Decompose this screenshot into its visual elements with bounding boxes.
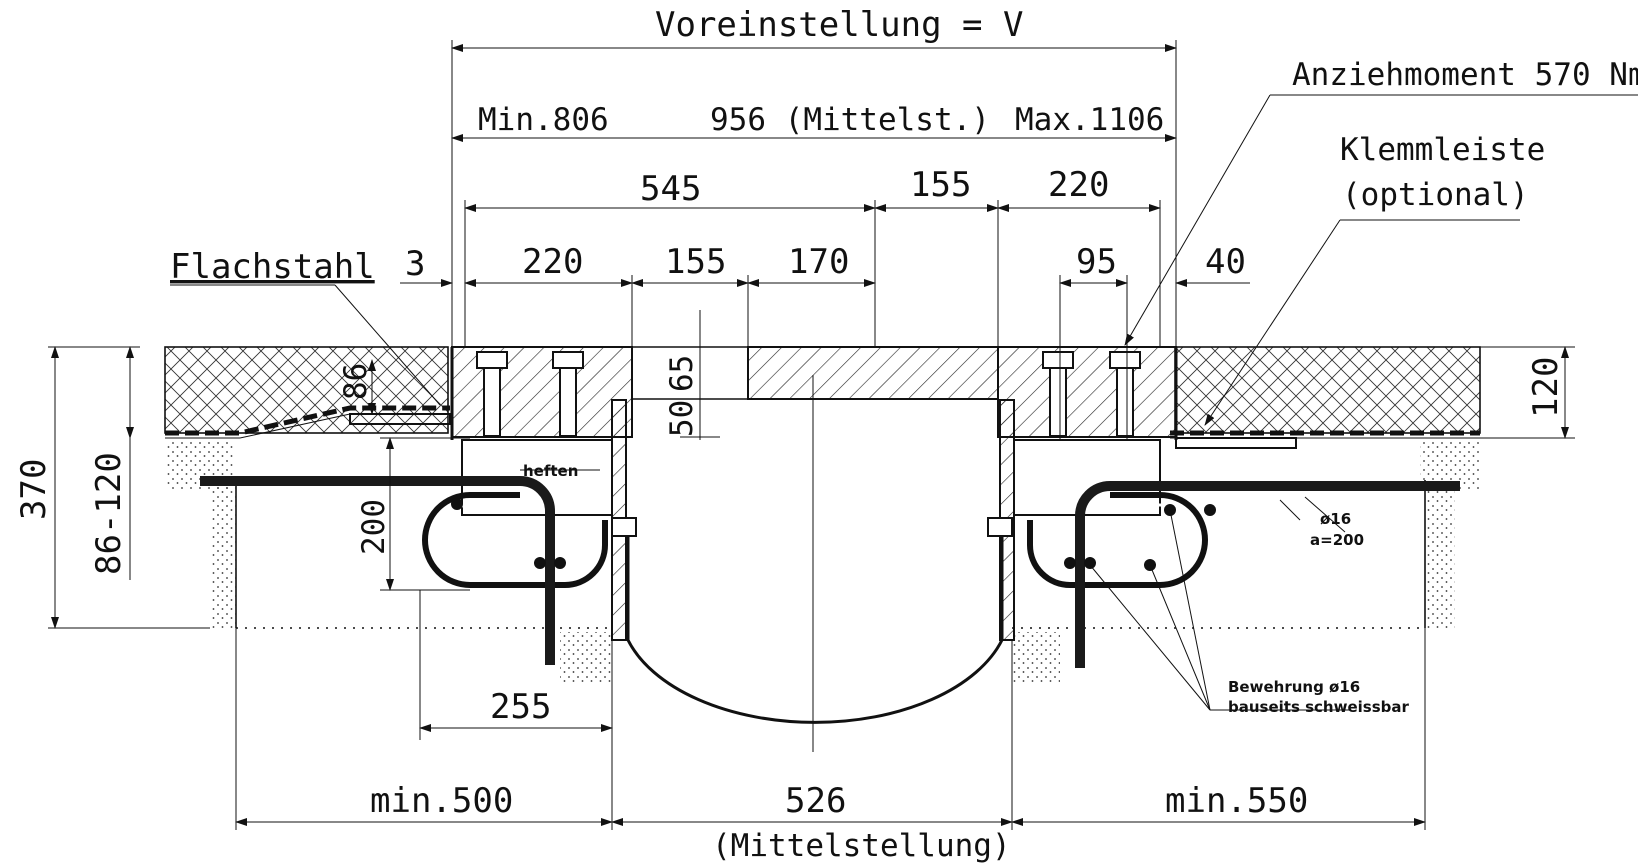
- dim-220: 220: [522, 242, 583, 282]
- anchor-loop-right: [1027, 492, 1208, 588]
- label-rebar-diameter: ø16: [1320, 510, 1351, 528]
- bolts-left: [476, 351, 584, 437]
- rebars: [200, 476, 1460, 668]
- label-bauseits: bauseits schweissbar: [1228, 698, 1409, 716]
- dim-526: 526: [785, 781, 846, 821]
- dim-200: 200: [356, 499, 392, 555]
- dim-370: 370: [14, 459, 54, 520]
- dim-min550: min.550: [1165, 781, 1308, 821]
- dim-95: 95: [1076, 242, 1117, 282]
- anchor-loop-left: [422, 492, 608, 588]
- label-klemmleiste: Klemmleiste: [1340, 132, 1545, 168]
- dim-40: 40: [1205, 242, 1246, 282]
- label-bewehrung: Bewehrung ø16: [1228, 678, 1360, 696]
- dim-86: 86: [338, 363, 374, 400]
- clamping-strip: [1175, 437, 1297, 449]
- dim-956: 956 (Mittelst.): [710, 102, 990, 138]
- dim-120: 120: [1526, 357, 1566, 418]
- dim-170: 170: [788, 242, 849, 282]
- dim-min806: Min.806: [478, 102, 609, 138]
- label-optional: (optional): [1342, 177, 1529, 213]
- dim-mittelstellung: (Mittelstellung): [712, 828, 1011, 864]
- label-flachstahl: Flachstahl: [170, 247, 375, 287]
- dim-155: 155: [665, 242, 726, 282]
- dim-255: 255: [490, 687, 551, 727]
- dim-86-120: 86-120: [89, 452, 129, 575]
- dim-65: 65: [664, 355, 700, 392]
- dim-voreinstellung: Voreinstellung = V: [655, 5, 1023, 45]
- dimension-lines: [48, 40, 1575, 830]
- leader-lines: [170, 94, 1638, 711]
- loop-seal: [626, 520, 1004, 724]
- dim-545: 545: [640, 169, 701, 209]
- dim-155-top: 155: [910, 165, 971, 205]
- seal-bolt-right: [987, 517, 1013, 537]
- dim-max1106: Max.1106: [1015, 102, 1164, 138]
- label-anziehmoment: Anziehmoment 570 Nm: [1292, 57, 1638, 93]
- bolts-right: [1042, 351, 1141, 437]
- center-beam: [632, 346, 999, 400]
- dim-220-top: 220: [1048, 165, 1109, 205]
- right-edge-profile: [997, 346, 1178, 641]
- seal-bolt-left: [611, 517, 637, 537]
- dim-min500: min.500: [370, 781, 513, 821]
- flat-steel-left: [349, 413, 451, 425]
- label-heften: heften: [523, 462, 578, 480]
- dim-3: 3: [405, 244, 425, 284]
- pavement-layer-right: [1174, 346, 1481, 434]
- dim-50: 50: [664, 400, 700, 437]
- label-rebar-spacing: a=200: [1310, 531, 1364, 549]
